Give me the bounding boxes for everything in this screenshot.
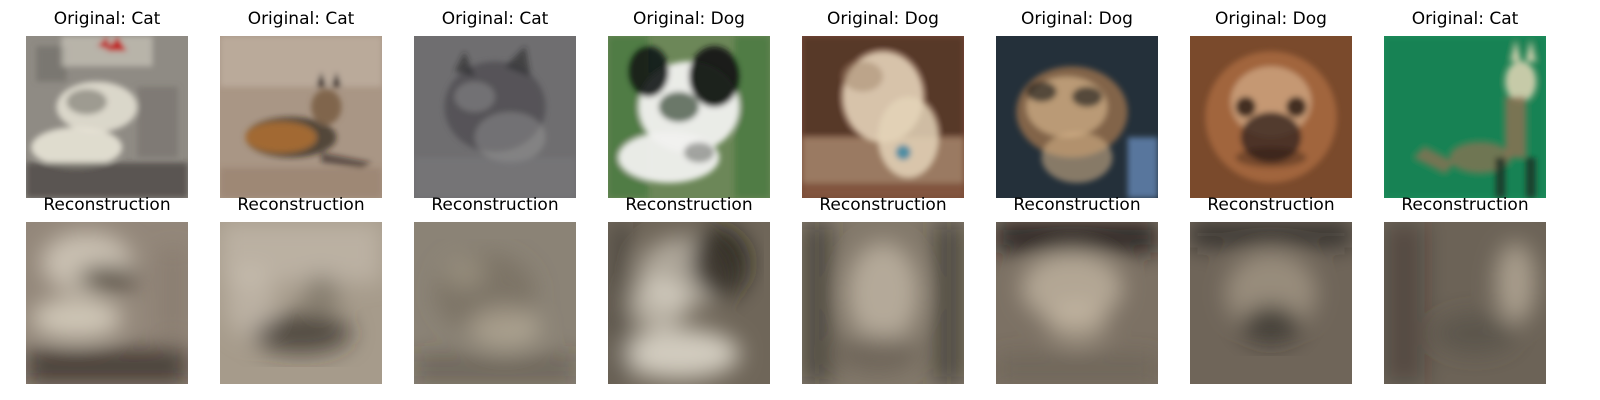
- reconstruction-image-drawing: [414, 222, 576, 384]
- reconstruction-image: [996, 222, 1158, 384]
- original-image-drawing: [608, 36, 770, 198]
- reconstruction-label: Reconstruction: [43, 195, 171, 215]
- original-image: [608, 36, 770, 198]
- original-image-drawing: [220, 36, 382, 198]
- original-image: [220, 36, 382, 198]
- reconstruction-image: [802, 222, 964, 384]
- original-image: [802, 36, 964, 198]
- original-image: [1190, 36, 1352, 198]
- reconstruction-label: Reconstruction: [819, 195, 947, 215]
- reconstruction-image: [1190, 222, 1352, 384]
- reconstruction-image-drawing: [996, 222, 1158, 384]
- reconstruction-label: Reconstruction: [1207, 195, 1335, 215]
- reconstruction-image-drawing: [26, 222, 188, 384]
- reconstruction-label: Reconstruction: [431, 195, 559, 215]
- reconstruction-image-drawing: [1384, 222, 1546, 384]
- original-image: [1384, 36, 1546, 198]
- original-label: Original: Dog: [1021, 9, 1133, 29]
- reconstruction-label: Reconstruction: [1013, 195, 1141, 215]
- reconstruction-image: [26, 222, 188, 384]
- reconstruction-label: Reconstruction: [237, 195, 365, 215]
- original-image: [414, 36, 576, 198]
- original-image-drawing: [26, 36, 188, 198]
- original-label: Original: Cat: [247, 9, 355, 29]
- original-label: Original: Dog: [1215, 9, 1327, 29]
- original-image: [26, 36, 188, 198]
- reconstruction-image: [414, 222, 576, 384]
- original-image-drawing: [996, 36, 1158, 198]
- original-label: Original: Dog: [827, 9, 939, 29]
- original-label: Original: Dog: [633, 9, 745, 29]
- original-image-drawing: [802, 36, 964, 198]
- original-label: Original: Cat: [53, 9, 161, 29]
- original-image: [996, 36, 1158, 198]
- reconstruction-image-drawing: [802, 222, 964, 384]
- reconstruction-image: [608, 222, 770, 384]
- reconstruction-image: [220, 222, 382, 384]
- reconstruction-image-drawing: [608, 222, 770, 384]
- original-image-drawing: [414, 36, 576, 198]
- reconstruction-label: Reconstruction: [625, 195, 753, 215]
- reconstruction-label: Reconstruction: [1401, 195, 1529, 215]
- original-label: Original: Cat: [1411, 9, 1519, 29]
- original-image-drawing: [1384, 36, 1546, 198]
- reconstruction-image-drawing: [220, 222, 382, 384]
- original-label: Original: Cat: [441, 9, 549, 29]
- reconstruction-image-drawing: [1190, 222, 1352, 384]
- reconstruction-image: [1384, 222, 1546, 384]
- original-image-drawing: [1190, 36, 1352, 198]
